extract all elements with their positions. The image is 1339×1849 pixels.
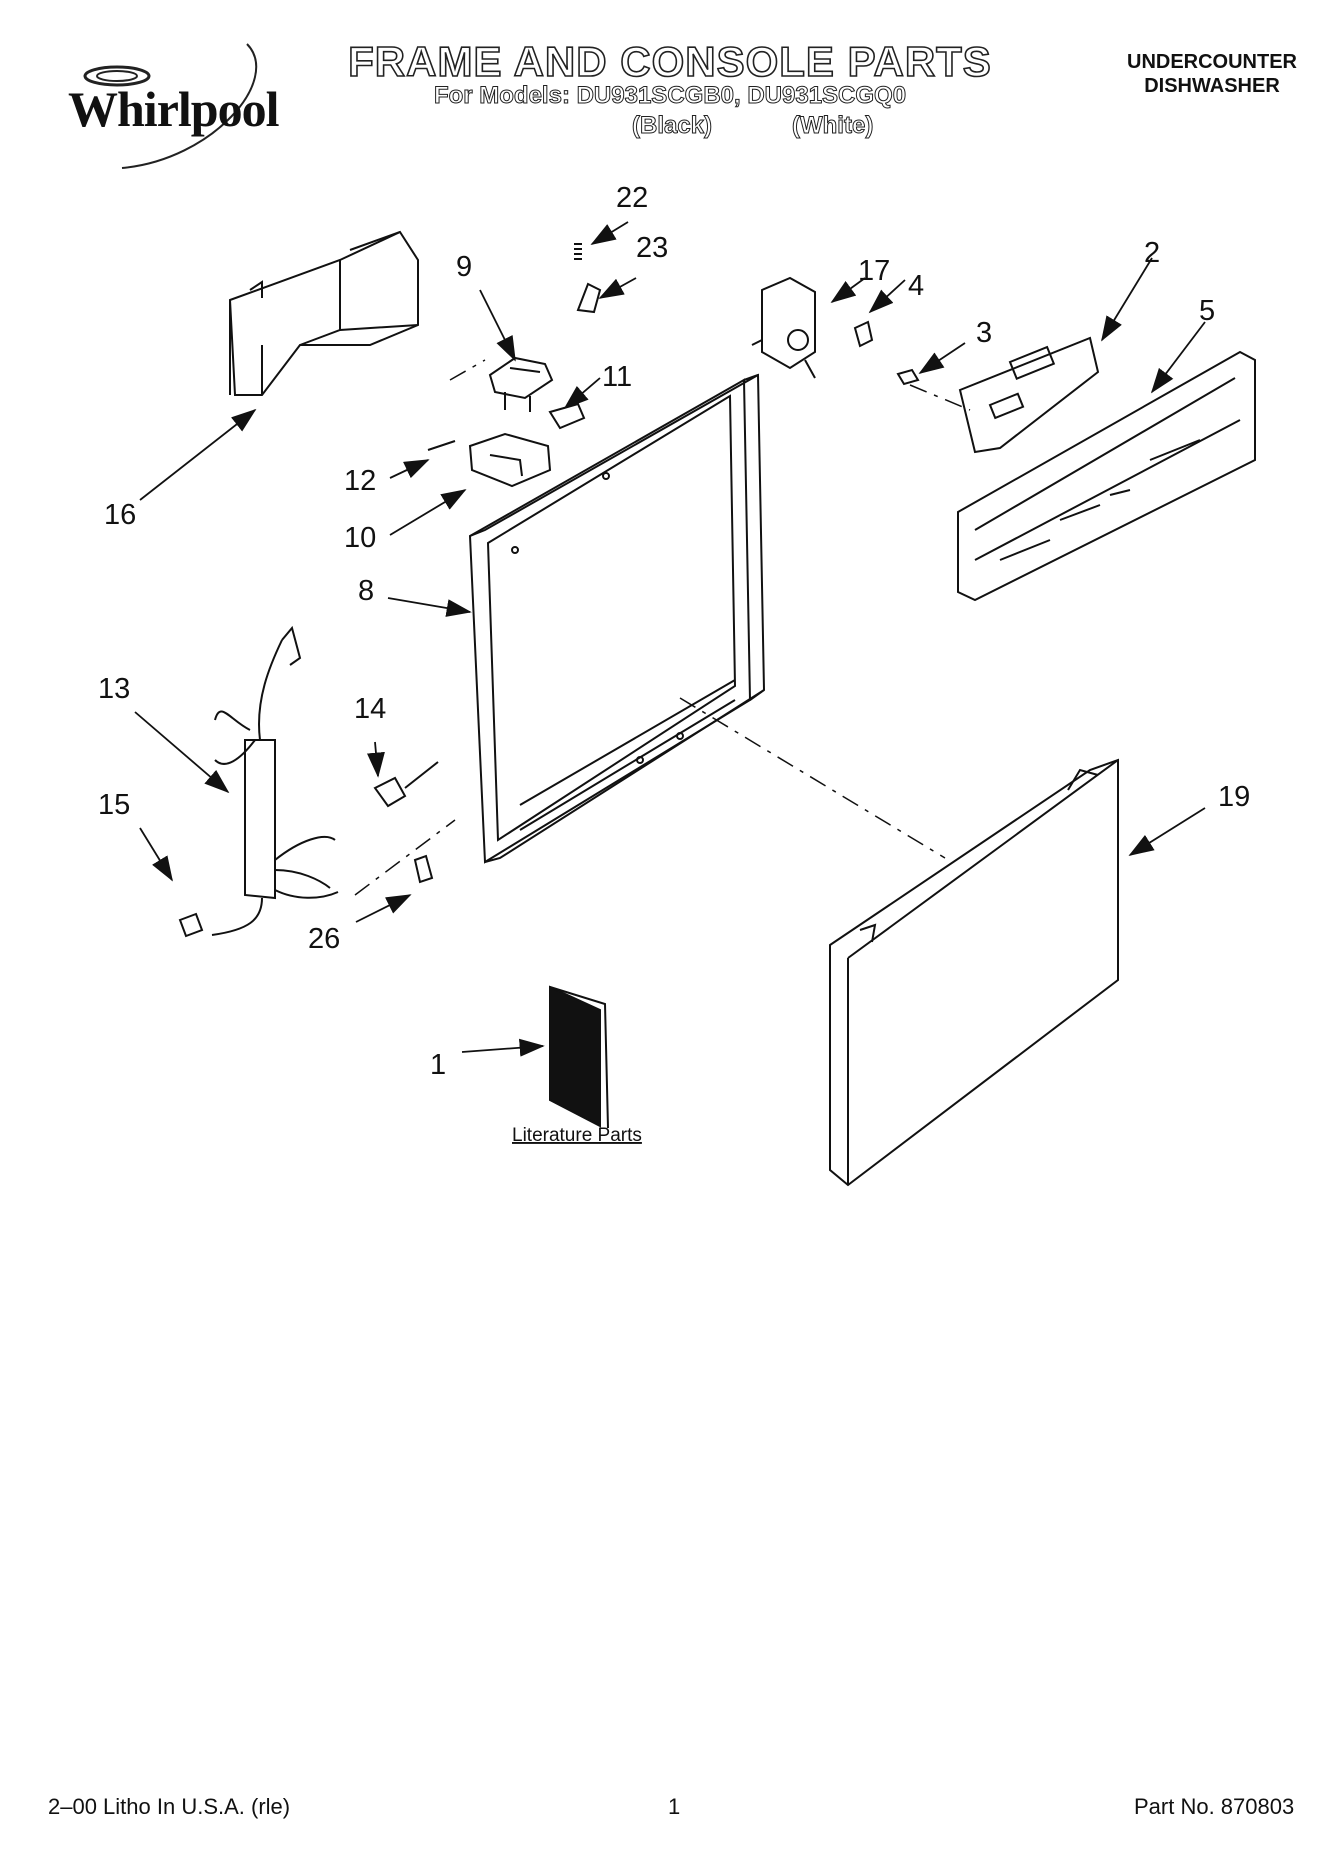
variant-white: (White): [791, 112, 874, 140]
callout-13: 13: [98, 673, 130, 705]
callout-16: 16: [104, 499, 136, 531]
part-5-console: [957, 350, 1256, 602]
part-16-top-cover: [228, 230, 419, 396]
page-number: 1: [668, 1794, 681, 1819]
callout-23: 23: [636, 232, 668, 264]
callout-3: 3: [976, 317, 992, 349]
alignment-lines: [354, 359, 971, 896]
callout-5: 5: [1199, 295, 1215, 327]
callout-17: 17: [858, 255, 890, 287]
part-23-clip: [576, 282, 602, 314]
part-14-terminal: [373, 761, 439, 808]
appliance-type: UNDERCOUNTER DISHWASHER: [1127, 50, 1297, 98]
part-15-screw: [178, 912, 204, 938]
whirlpool-logo: Whirlpool: [52, 40, 292, 170]
callout-10: 10: [344, 522, 376, 554]
callout-15: 15: [98, 789, 130, 821]
part-10-strike: [468, 432, 552, 488]
callout-14: 14: [354, 693, 386, 725]
part-17-bracket: [751, 276, 816, 379]
callout-4: 4: [908, 270, 924, 302]
models-line: For Models: DU931SCGB0, DU931SCGQ0: [433, 82, 907, 110]
callout-11: 11: [602, 361, 632, 393]
literature-parts-label: Literature Parts: [512, 1125, 642, 1146]
part-8-door-frame: [468, 373, 766, 864]
callout-1: 1: [430, 1049, 446, 1081]
part-26-clip: [413, 854, 434, 884]
variant-black: (Black): [631, 112, 713, 140]
callout-26: 26: [308, 923, 340, 955]
part-12-pin: [427, 440, 456, 451]
logo-swirl-icon: [83, 43, 258, 169]
part-9-latch: [488, 356, 554, 412]
part-number: Part No. 870803: [1134, 1794, 1295, 1819]
part-3-screw: [896, 368, 920, 386]
appliance-line-2: DISHWASHER: [1144, 75, 1280, 97]
leader-arrows: [134, 221, 1206, 1057]
part-4-clip: [853, 320, 874, 348]
part-22-spring: [574, 243, 582, 260]
brand-name: Whirlpool: [68, 81, 279, 137]
footer-litho: 2–00 Litho In U.S.A. (rle): [48, 1794, 291, 1819]
part-2-control-panel: [958, 336, 1100, 454]
callout-12: 12: [344, 465, 376, 497]
appliance-line-1: UNDERCOUNTER: [1127, 51, 1297, 73]
callout-8: 8: [358, 575, 374, 607]
callout-2: 2: [1144, 237, 1160, 269]
part-1-literature: [549, 985, 609, 1129]
page-title: FRAME AND CONSOLE PARTS: [347, 37, 992, 86]
callout-22: 22: [616, 182, 648, 214]
callout-9: 9: [456, 251, 472, 283]
part-19-door-panel: [829, 758, 1119, 1187]
callout-19: 19: [1218, 781, 1250, 813]
part-13-wire-harness: [211, 625, 339, 936]
part-11-switch: [548, 402, 586, 430]
